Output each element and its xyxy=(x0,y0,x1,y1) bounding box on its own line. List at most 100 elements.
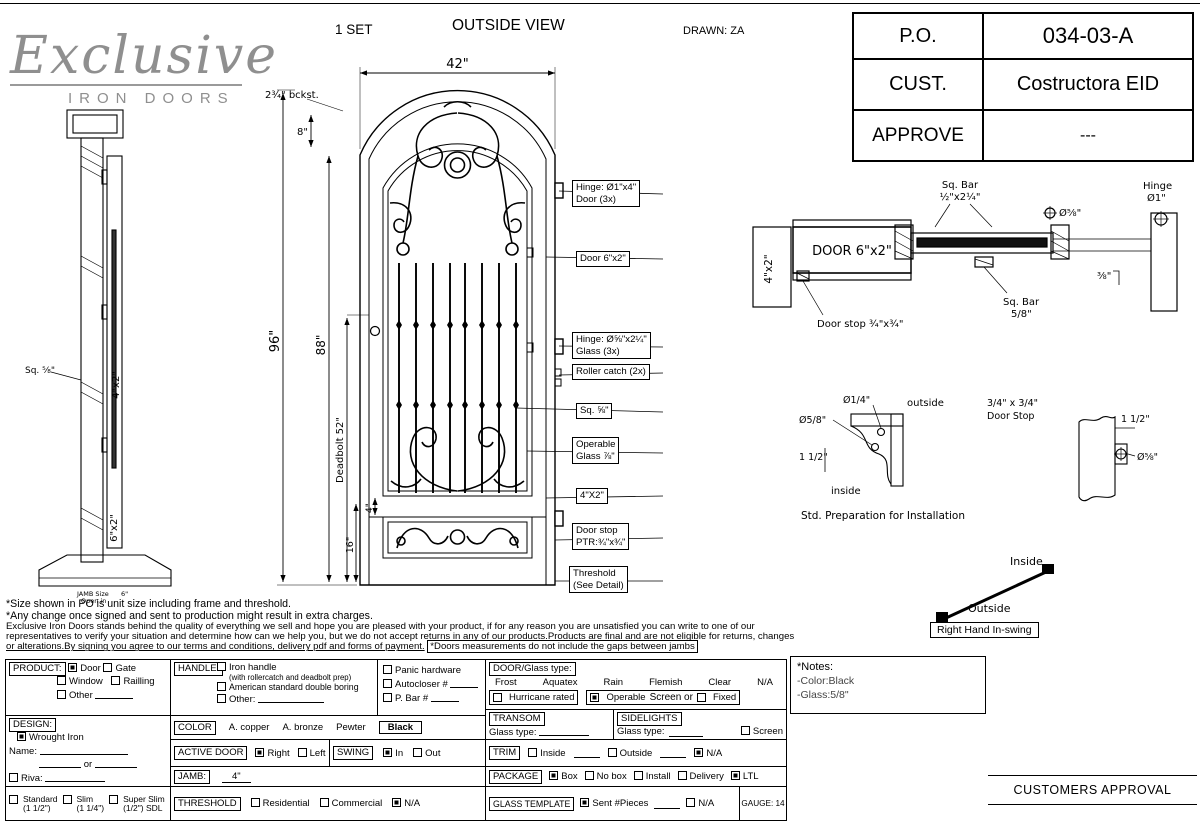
checkbox-swing-in[interactable] xyxy=(383,747,393,757)
dim-16: 16" xyxy=(345,537,356,553)
glass-type-clear: Clear xyxy=(708,677,732,688)
checkbox-ltl[interactable] xyxy=(730,771,740,780)
checkbox-swing-out[interactable] xyxy=(413,747,423,757)
disclaimer-line5-measurements: *Doors measurements do not include the g… xyxy=(427,640,698,654)
design-cell: DESIGN: Wrought Iron Name: or Riva: #Lit… xyxy=(5,715,171,787)
jamb-size-label: JAMB Size xyxy=(76,590,109,598)
checkbox-door[interactable] xyxy=(68,663,78,672)
checkbox-standard-sdl[interactable] xyxy=(9,794,18,804)
approve-label: APPROVE xyxy=(853,110,983,161)
glass-type-na: N/A xyxy=(757,677,773,688)
checkbox-american-standard[interactable] xyxy=(217,682,226,691)
checkbox-active-right[interactable] xyxy=(255,747,265,757)
checkbox-box[interactable] xyxy=(549,771,559,780)
checkbox-hurricane[interactable] xyxy=(493,693,502,702)
transom-glass-blank xyxy=(539,726,590,736)
sent-pieces-blank xyxy=(654,799,681,809)
checkbox-operable[interactable] xyxy=(590,693,600,702)
checkbox-p-bar[interactable] xyxy=(383,693,392,702)
checkbox-trim-inside[interactable] xyxy=(528,747,538,757)
notes-title: *Notes: xyxy=(797,661,834,673)
hurricane-segment: Hurricane rated xyxy=(489,690,579,705)
checkbox-riva[interactable] xyxy=(9,772,18,782)
checkbox-no-box[interactable] xyxy=(584,771,594,780)
side-door-size-label: 6"x2" xyxy=(109,514,120,542)
checkbox-gate[interactable] xyxy=(103,663,113,672)
dimension-lines xyxy=(277,67,556,586)
prep-outside-label: outside xyxy=(907,398,944,409)
prep-caption: Std. Preparation for Installation xyxy=(801,510,965,522)
design-name-blank xyxy=(39,745,128,755)
logo-underline xyxy=(10,84,242,86)
dim-96: 96" xyxy=(268,330,283,353)
sq-bar-bot-label: Sq. Bar xyxy=(1003,297,1040,308)
swing-hand-label: Right Hand In-swing xyxy=(930,622,1039,638)
autocloser-blank xyxy=(450,678,479,688)
screen-or-label: Screen or xyxy=(649,692,693,703)
jamb-cell: JAMB: 4" xyxy=(170,766,486,787)
sq-bar-top-label: Sq. Bar xyxy=(942,180,979,191)
checkbox-railling[interactable] xyxy=(111,676,121,685)
dim-88: 88" xyxy=(314,335,328,356)
ornament-bars xyxy=(398,263,517,493)
checkbox-wrought-iron[interactable] xyxy=(17,732,26,741)
checkbox-super-slim-sdl[interactable] xyxy=(109,794,119,804)
checkbox-other-product[interactable] xyxy=(57,689,66,699)
disclaimer-line2: *Any change once signed and sent to prod… xyxy=(6,609,373,622)
checkbox-trim-na[interactable] xyxy=(694,747,704,757)
glass-type-label: DOOR/Glass type: xyxy=(489,662,576,676)
color-cell: COLOR A. copper A. bronze Pewter Black xyxy=(170,715,486,740)
handle-cell: HANDLE: Iron handle (with rollercatch an… xyxy=(170,659,486,716)
sidelights-label: SIDELIGHTS xyxy=(617,712,682,726)
checkbox-fixed[interactable] xyxy=(696,693,706,702)
title-block: P.O. 034-03-A CUST. Costructora EID APPR… xyxy=(852,12,1194,162)
checkbox-window[interactable] xyxy=(57,676,66,685)
door-stop-label: Door stop ¾"x¾" xyxy=(817,319,904,330)
handle-label: HANDLE: xyxy=(174,662,224,676)
glass-cell: DOOR/Glass type: Frost Aquatex Rain Flem… xyxy=(485,659,787,710)
hinge-size: Ø1" xyxy=(1147,192,1166,204)
disclaimer: *Size shown in PO is unit size including… xyxy=(6,598,1186,654)
stop-title-size: 3/4" x 3/4" xyxy=(987,398,1038,409)
prep-dia-14: Ø1/4" xyxy=(843,395,870,406)
checkbox-screen[interactable] xyxy=(740,726,750,735)
checkbox-template-na[interactable] xyxy=(686,798,696,807)
disclaimer-line1: *Size shown in PO is unit size including… xyxy=(6,598,292,610)
checkbox-sent-pieces[interactable] xyxy=(580,798,590,807)
checkbox-delivery[interactable] xyxy=(677,771,687,780)
sidelights-glass-blank xyxy=(668,727,703,738)
prep-detail-geometry xyxy=(824,404,904,487)
sq-bar-top-size: ½"x2¼" xyxy=(940,191,981,203)
checkbox-residential[interactable] xyxy=(250,798,260,807)
checkbox-other-handle[interactable] xyxy=(217,694,226,703)
handle-right-options: Panic hardware Autocloser # P. Bar # xyxy=(383,664,479,706)
disclaimer-line5-terms: or alterations.By signing you agree to o… xyxy=(6,641,425,653)
jamb-label: JAMB: xyxy=(174,769,210,784)
checkbox-slim-sdl[interactable] xyxy=(62,794,72,804)
checkbox-install[interactable] xyxy=(633,771,643,780)
other-product-blank xyxy=(95,689,134,699)
checkbox-iron-handle[interactable] xyxy=(217,662,226,671)
checkbox-panic-hardware[interactable] xyxy=(383,665,392,674)
side-sq-bar-label: Sq. ⅝" xyxy=(25,366,55,376)
checkbox-trim-outside[interactable] xyxy=(607,747,617,757)
sdl-cell: Standard(1 1/2") Slim(1 1/4") Super Slim… xyxy=(5,786,171,821)
checkbox-active-left[interactable] xyxy=(297,747,307,757)
checkbox-commercial[interactable] xyxy=(319,798,329,807)
customers-approval: CUSTOMERS APPROVAL xyxy=(988,775,1197,805)
lites-label: #Lites xyxy=(128,785,153,786)
side-profile-drawing: Sq. ⅝" 4"x2" 6"x2" JAMB Size 6" Open in xyxy=(25,109,172,605)
color-label: COLOR xyxy=(174,720,216,735)
handle-left-options: Iron handle (with rollercatch and deadbo… xyxy=(217,662,375,706)
transom-label: TRANSOM xyxy=(489,712,545,726)
active-door-label: ACTIVE DOOR xyxy=(174,746,248,760)
checkbox-threshold-na[interactable] xyxy=(392,798,402,807)
design-label: DESIGN: xyxy=(9,718,57,732)
dim-8: 8" xyxy=(297,127,308,138)
stop-dim-112: 1 1/2" xyxy=(1121,414,1150,425)
color-option-copper: A. copper xyxy=(228,722,270,733)
checkbox-autocloser[interactable] xyxy=(383,679,392,688)
glass-type-options: Frost Aquatex Rain Flemish Clear N/A xyxy=(489,676,783,690)
